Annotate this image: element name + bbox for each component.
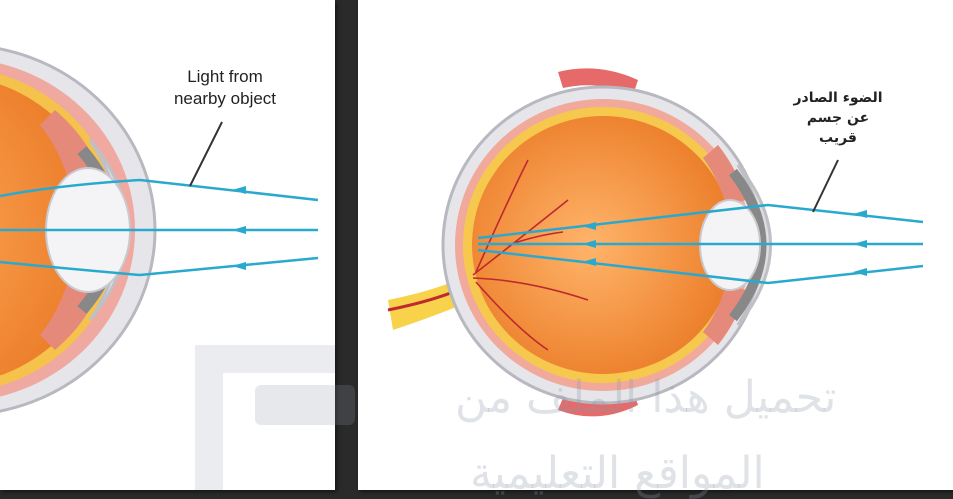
label-leader-line (190, 122, 222, 186)
watermark-text-line-1: تحميل هذا الملف من (455, 372, 836, 423)
watermark-bar (255, 385, 355, 425)
ray-arrows (232, 186, 246, 270)
watermark-text-line-2: المواقع التعليمية (470, 448, 765, 499)
label-leader-line (813, 160, 838, 212)
